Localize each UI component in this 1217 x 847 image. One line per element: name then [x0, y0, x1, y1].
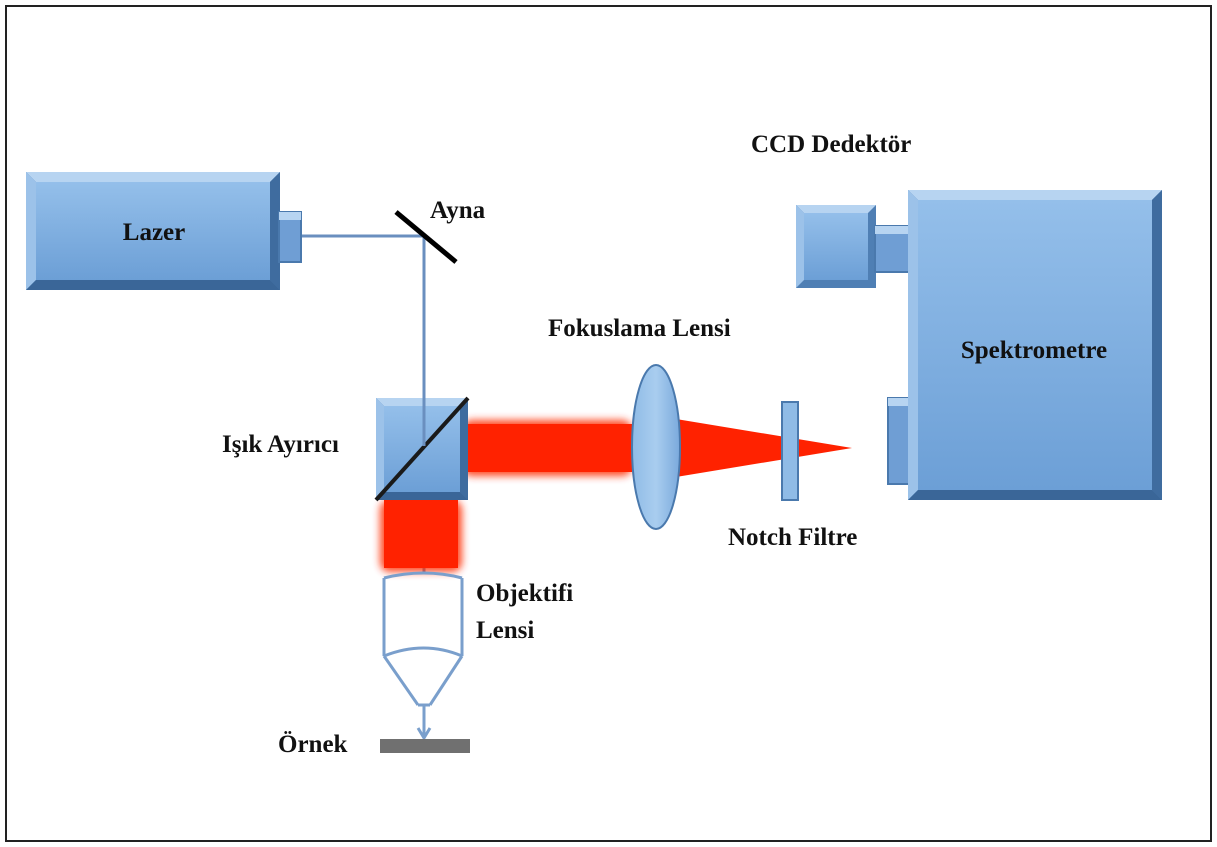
- spectrometer-label: Spektrometre: [961, 337, 1107, 364]
- ccd-detector-label: CCD Dedektör: [751, 131, 911, 158]
- ccd-detector-unit: [796, 205, 912, 288]
- notch-filter-label: Notch Filtre: [728, 524, 857, 551]
- objective-lens-label-line2: Lensi: [476, 617, 534, 644]
- objective-lens-shape: [382, 571, 464, 741]
- laser-unit: [26, 172, 302, 290]
- objective-lens-label-line1: Objektifi: [476, 580, 573, 607]
- sample-label: Örnek: [278, 731, 348, 758]
- mirror-shape: [394, 210, 458, 264]
- focusing-lens-label: Fokuslama Lensi: [548, 315, 731, 342]
- sample-plate: [380, 739, 470, 753]
- focusing-lens-shape: [631, 364, 681, 530]
- beam-splitter-label: Işık Ayırıcı: [222, 431, 339, 458]
- mirror-label: Ayna: [430, 197, 486, 224]
- spectrometer-unit: [887, 190, 1162, 500]
- notch-filter-shape: [781, 401, 799, 501]
- laser-label: Lazer: [123, 219, 185, 246]
- red-beams: [380, 418, 852, 572]
- beam-splitter-cube: [374, 396, 470, 502]
